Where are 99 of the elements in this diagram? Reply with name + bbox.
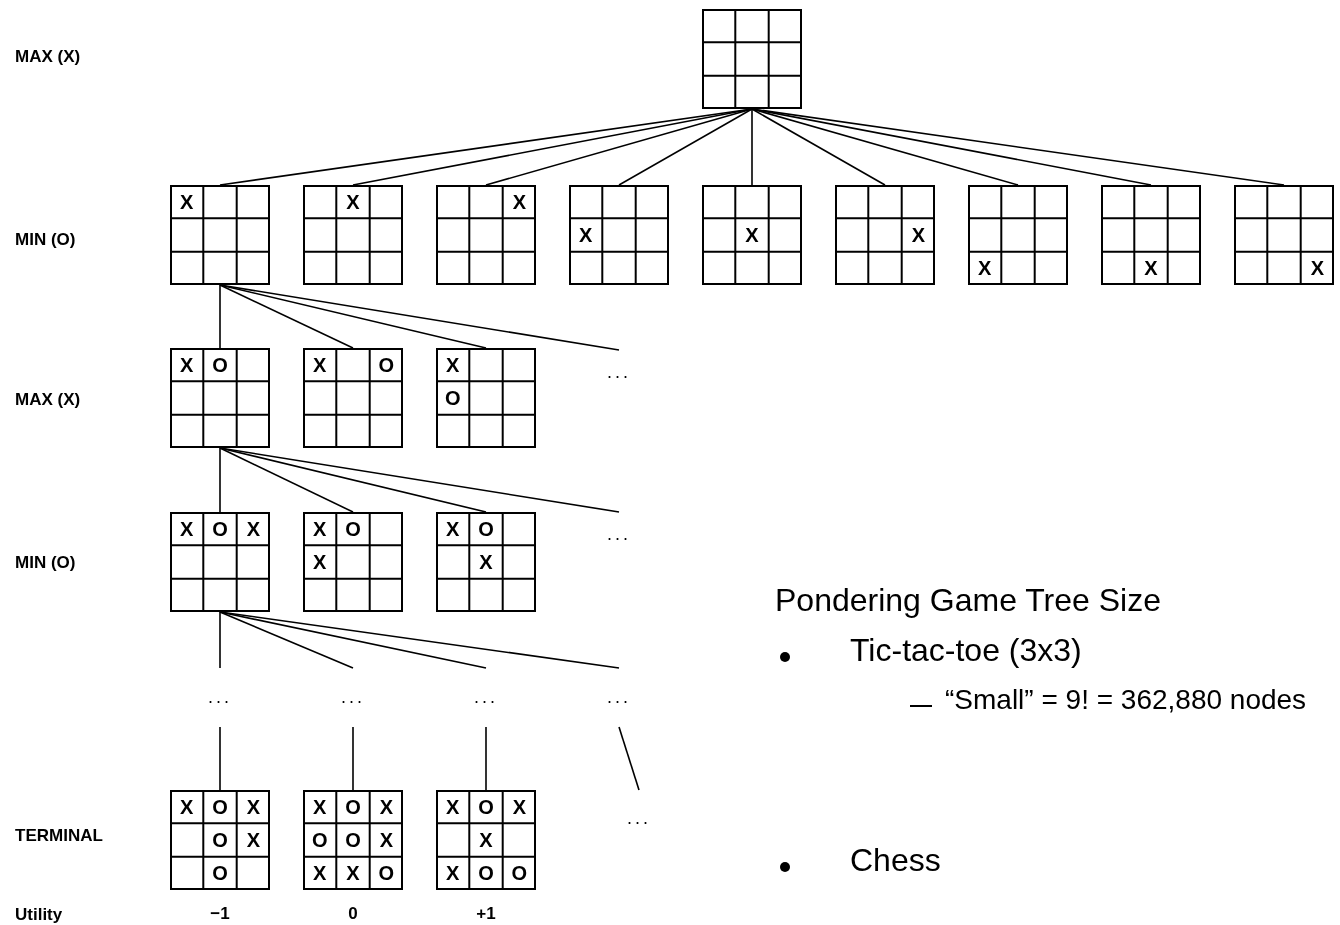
utility-value: −1 [210, 904, 230, 924]
board-mark: X [303, 790, 337, 824]
game-board [702, 9, 802, 109]
level-label: MAX (X) [15, 47, 81, 67]
tree-edge [219, 611, 221, 669]
level-label: MIN (O) [15, 230, 76, 250]
board-mark: X [436, 790, 470, 824]
board-mark: X [469, 545, 503, 579]
tree-edge [219, 447, 221, 513]
board-mark: O [469, 512, 503, 546]
board-mark: X [303, 545, 337, 579]
board-mark: O [336, 790, 370, 824]
board-mark: X [336, 185, 370, 219]
board-mark: O [502, 856, 536, 890]
game-board [968, 185, 1068, 285]
board-mark: X [469, 823, 503, 857]
game-board [569, 185, 669, 285]
board-mark: X [336, 856, 370, 890]
ellipsis: ... [594, 668, 644, 727]
row-label: Utility [15, 905, 63, 925]
board-mark: X [236, 823, 270, 857]
board-mark: O [369, 348, 403, 382]
board-mark: X [303, 348, 337, 382]
tree-edge [751, 108, 886, 186]
board-mark: O [203, 790, 237, 824]
board-mark: X [369, 823, 403, 857]
game-board [170, 348, 270, 448]
board-mark: X [1300, 251, 1334, 285]
game-board [303, 185, 403, 285]
game-board [170, 790, 270, 890]
board-mark: X [170, 790, 204, 824]
board-mark: O [369, 856, 403, 890]
game-board [303, 348, 403, 448]
tree-edge [751, 108, 1019, 186]
tree-edge [219, 284, 221, 349]
board-mark: X [436, 856, 470, 890]
board-mark: X [436, 512, 470, 546]
tree-edge [219, 447, 620, 513]
board-mark: X [236, 512, 270, 546]
list-item: Chess [850, 842, 941, 879]
ellipsis: ... [594, 512, 644, 556]
board-mark: X [569, 218, 603, 252]
tree-edge [352, 726, 354, 791]
board-mark: X [303, 856, 337, 890]
game-board [170, 185, 270, 285]
heading-text: Pondering Game Tree Size [775, 582, 1161, 619]
ellipsis: ... [461, 668, 511, 727]
game-board [170, 512, 270, 612]
utility-value: +1 [476, 904, 496, 924]
board-mark: X [735, 218, 769, 252]
board-mark: O [203, 512, 237, 546]
list-item: “Small” = 9! = 362,880 nodes [945, 684, 1308, 717]
tree-edge [219, 611, 354, 669]
board-mark: O [336, 823, 370, 857]
board-mark: O [203, 348, 237, 382]
game-board [436, 185, 536, 285]
board-mark: X [436, 348, 470, 382]
level-label: MAX (X) [15, 390, 81, 410]
ellipsis: ... [614, 790, 664, 846]
board-mark: O [469, 790, 503, 824]
board-mark: X [170, 512, 204, 546]
game-board [702, 185, 802, 285]
tree-edge [219, 611, 620, 669]
tree-edge [485, 726, 487, 791]
game-board [835, 185, 935, 285]
board-mark: O [203, 856, 237, 890]
tree-edge [219, 447, 354, 513]
level-label: MIN (O) [15, 553, 76, 573]
tree-edge [751, 108, 1285, 186]
game-board [1101, 185, 1201, 285]
ellipsis: ... [328, 668, 378, 727]
level-label: TERMINAL [15, 826, 103, 846]
board-mark: O [436, 381, 470, 415]
game-board [1234, 185, 1334, 285]
tree-edge [219, 284, 620, 351]
board-mark: O [203, 823, 237, 857]
tree-edge [219, 726, 221, 791]
board-mark: X [968, 251, 1002, 285]
board-mark: O [336, 512, 370, 546]
board-mark: X [170, 185, 204, 219]
tree-edge [751, 108, 753, 186]
board-mark: X [502, 790, 536, 824]
tree-edge [219, 284, 354, 349]
board-mark: X [236, 790, 270, 824]
board-mark: O [303, 823, 337, 857]
board-mark: X [303, 512, 337, 546]
list-item: Tic-tac-toe (3x3) [850, 632, 1082, 669]
tree-edge [618, 726, 640, 791]
ellipsis: ... [195, 668, 245, 727]
board-mark: X [369, 790, 403, 824]
tree-edge [618, 108, 753, 186]
board-mark: X [170, 348, 204, 382]
game-board [436, 512, 536, 612]
utility-value: 0 [348, 904, 358, 924]
board-mark: O [469, 856, 503, 890]
board-mark: X [901, 218, 935, 252]
board-mark: X [502, 185, 536, 219]
board-mark: X [1134, 251, 1168, 285]
ellipsis: ... [594, 350, 644, 394]
